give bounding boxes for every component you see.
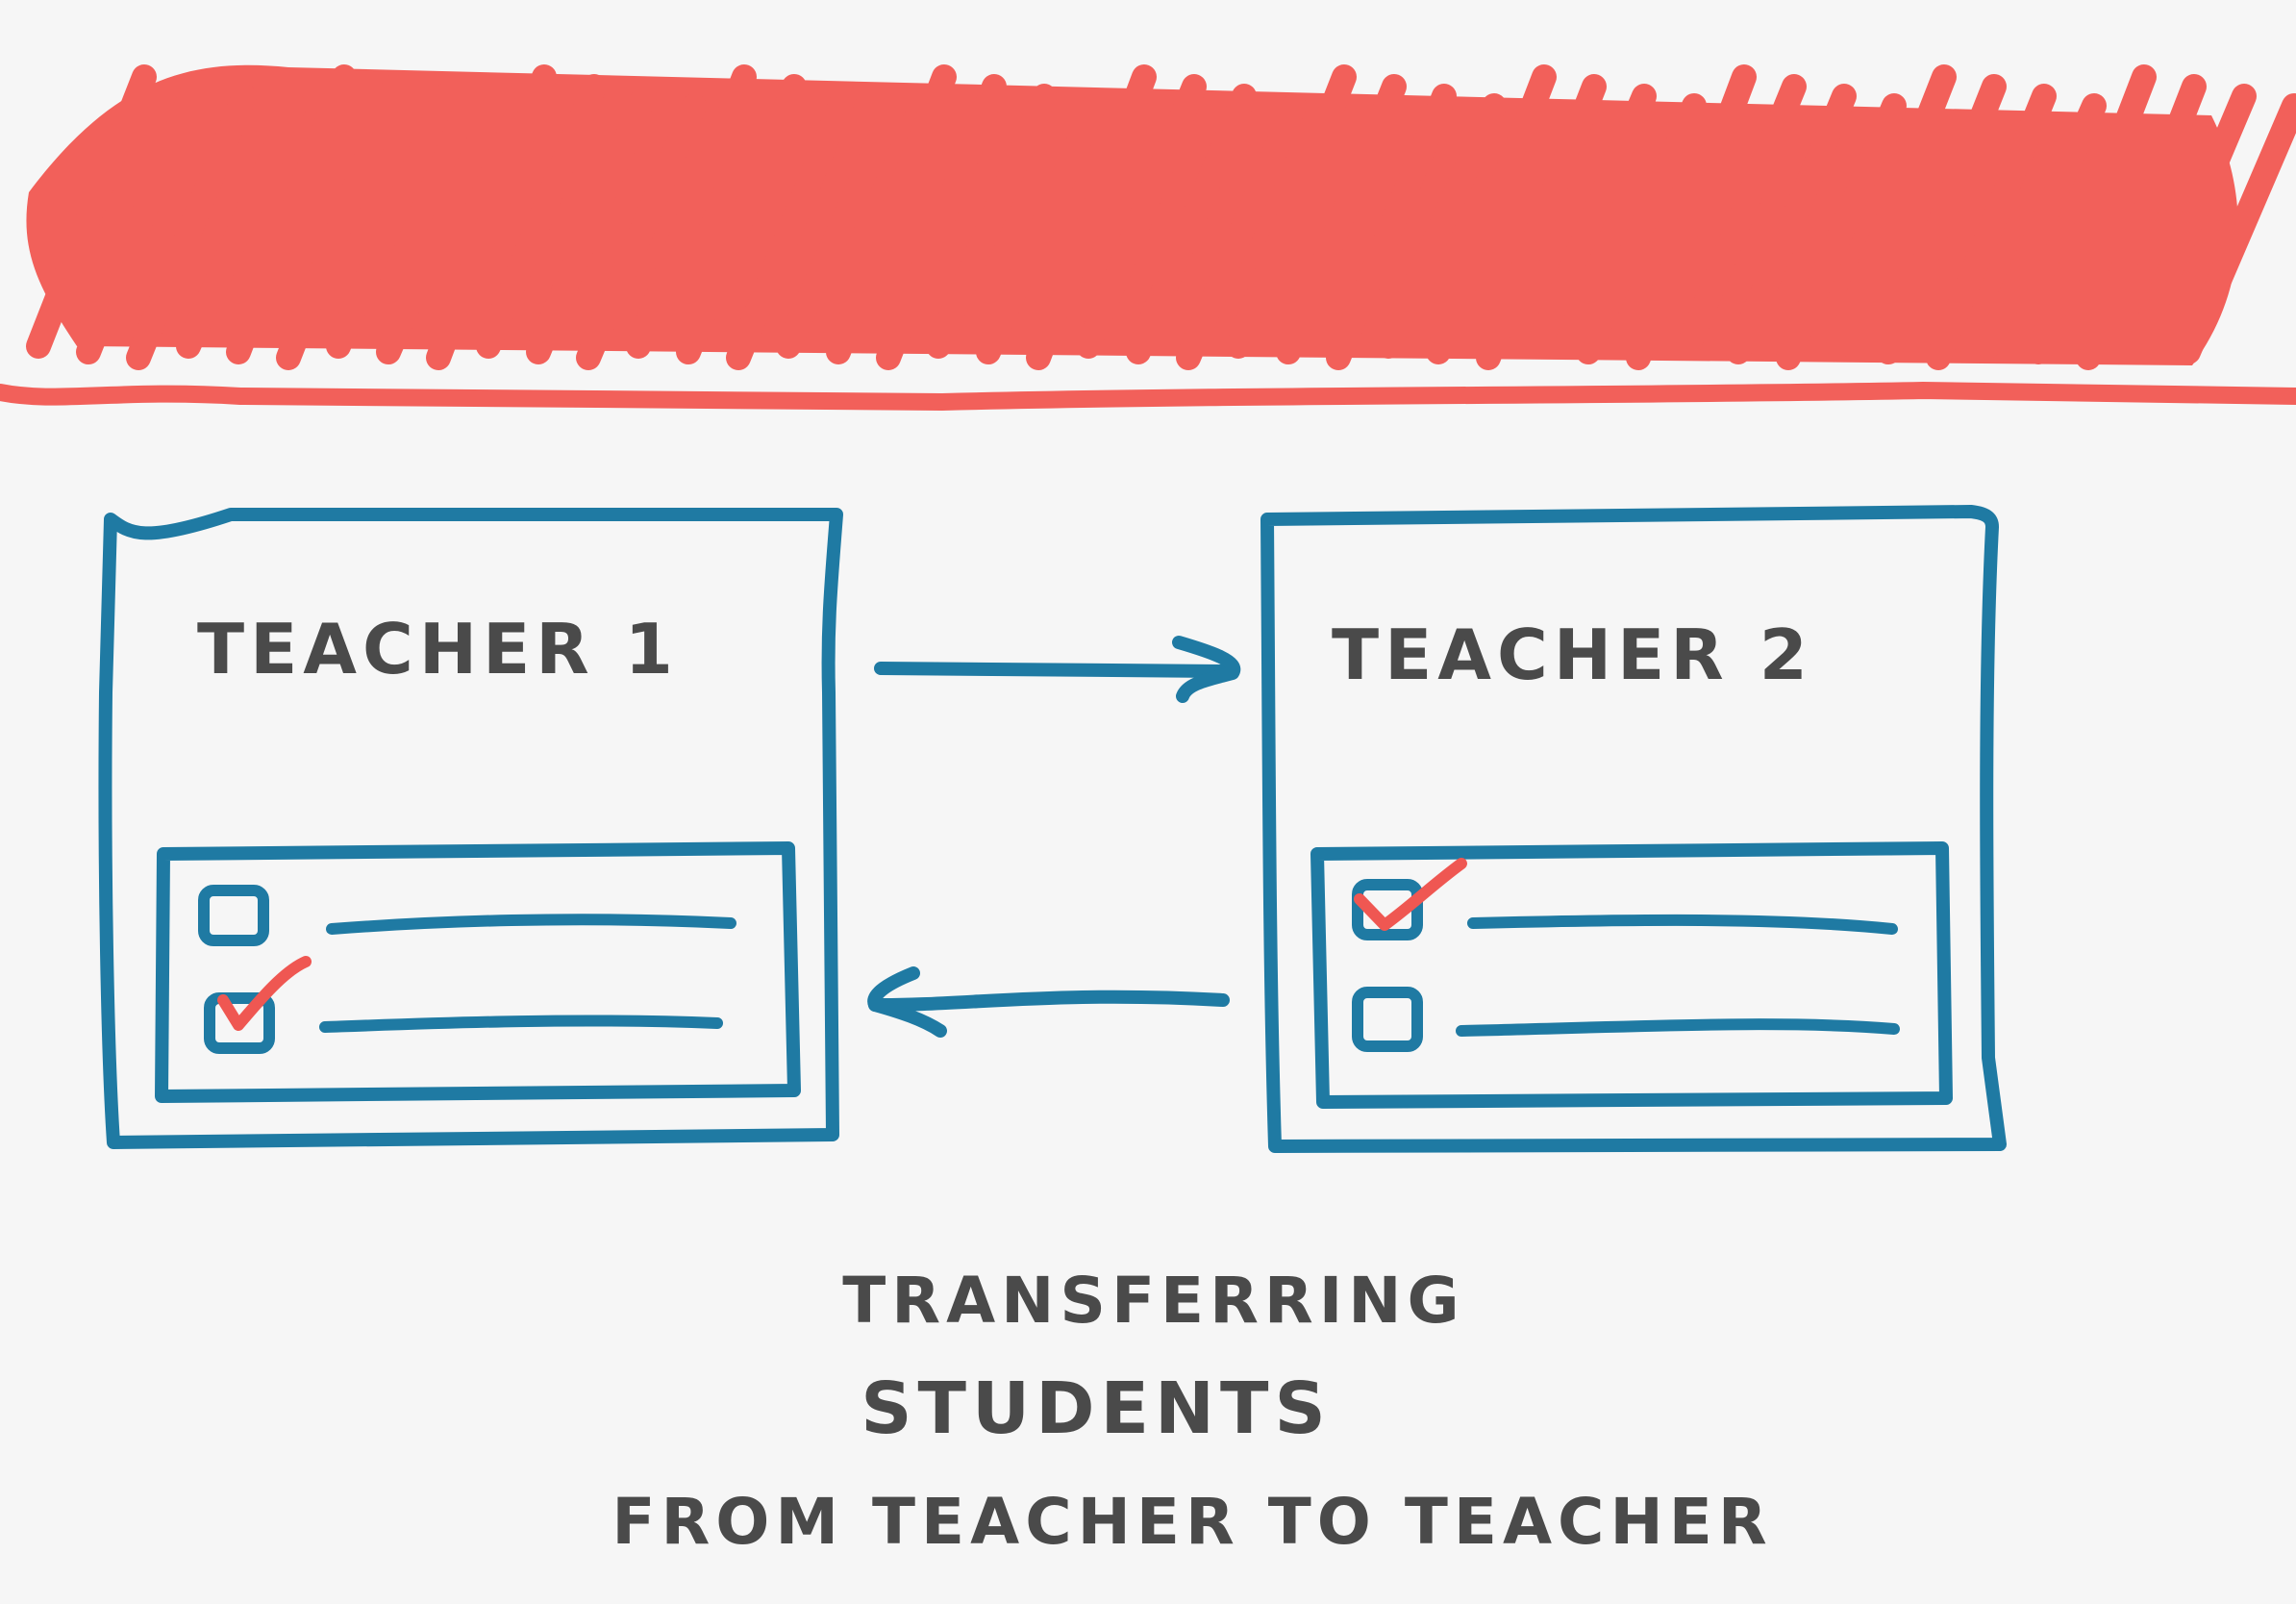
scribble-stroke: [2126, 84, 2257, 359]
checkbox-icon[interactable]: [1352, 879, 1423, 940]
teacher-2-row-2: [1352, 987, 1900, 1052]
scribble-stroke: [1626, 64, 1757, 370]
scribble-stroke: [1576, 93, 1707, 364]
teacher-2-row-1: [1352, 858, 1898, 940]
checkmark-icon: [1354, 858, 1467, 931]
teacher-1-row-1: [198, 885, 736, 946]
scribble-stroke: [1226, 64, 1357, 359]
scribble-stroke: [976, 93, 1107, 364]
scribble-stroke: [1676, 74, 1807, 359]
scribble-stroke: [326, 84, 457, 359]
scribble-stroke: [526, 84, 657, 364]
scribble-stroke: [626, 64, 757, 359]
scribble-stroke: [826, 64, 957, 364]
teacher-2-title: TEACHER 2: [1332, 614, 1813, 695]
scribble-stroke: [1426, 64, 1557, 364]
scribble-stroke: [426, 64, 557, 370]
arrow-to-teacher-1: [867, 966, 1230, 1038]
scribble-stroke: [1376, 93, 1507, 359]
scribble-stroke: [1876, 74, 2007, 364]
scribble-stroke: [1176, 93, 1307, 370]
caption-line-3: FROM TEACHER TO TEACHER: [611, 1485, 1772, 1559]
checkbox-icon[interactable]: [204, 992, 275, 1054]
scribble-stroke: [1326, 84, 1457, 370]
scribble-stroke: [676, 74, 807, 364]
scribble-stroke: [26, 64, 157, 359]
checkmark-icon: [217, 956, 312, 1031]
scribble-stroke: [276, 74, 407, 370]
scribble-stroke: [1726, 84, 1857, 364]
scribble-stroke: [776, 93, 907, 359]
caption-line-1: TRANSFERRING: [842, 1264, 1464, 1338]
row-line: [1467, 914, 1898, 935]
scribble-stroke: [1976, 93, 2107, 359]
scribble-stroke: [376, 93, 507, 364]
scribble-stroke: [76, 74, 207, 364]
scribble-stroke: [876, 74, 1007, 370]
checkbox-icon[interactable]: [1352, 987, 1423, 1052]
scribble-stroke: [1526, 84, 1657, 359]
scribble-stroke: [726, 84, 857, 370]
row-line: [1456, 1018, 1900, 1037]
header-scribble: [0, 64, 2296, 411]
scribble-stroke: [1776, 93, 1907, 370]
teacher-1-panel: [98, 508, 843, 1149]
scribble-stroke: [1126, 84, 1257, 364]
scribble-stroke: [126, 84, 257, 370]
scribble-stroke: [1476, 74, 1607, 370]
row-line: [319, 1015, 723, 1033]
scribble-stroke: [1276, 74, 1407, 364]
scribble-stroke: [1826, 64, 1957, 359]
scribble-stroke: [2076, 74, 2207, 370]
scribble-stroke: [2176, 93, 2296, 364]
scribble-stroke: [1076, 74, 1207, 359]
caption-line-2: STUDENTS: [861, 1367, 1332, 1450]
scribble-stroke: [926, 84, 1057, 359]
scribble-stroke: [476, 74, 607, 359]
teacher-1-title: TEACHER 1: [197, 609, 679, 689]
scribble-stroke: [176, 93, 307, 359]
teacher-2-list-box: [1310, 841, 1953, 1109]
header-underline: [0, 382, 2296, 411]
scribble-stroke: [1026, 64, 1157, 370]
checkbox-icon[interactable]: [198, 885, 269, 946]
teacher-1-row-2: [204, 956, 723, 1054]
teacher-2-panel: [1260, 505, 2007, 1153]
arrow-to-teacher-2: [874, 636, 1241, 703]
scribble-stroke: [226, 64, 357, 364]
teacher-1-list-box: [155, 841, 801, 1103]
scribble-stroke: [576, 93, 707, 370]
row-line: [326, 914, 736, 935]
scribble-stroke: [1926, 84, 2057, 370]
scribble-stroke: [2026, 64, 2157, 364]
